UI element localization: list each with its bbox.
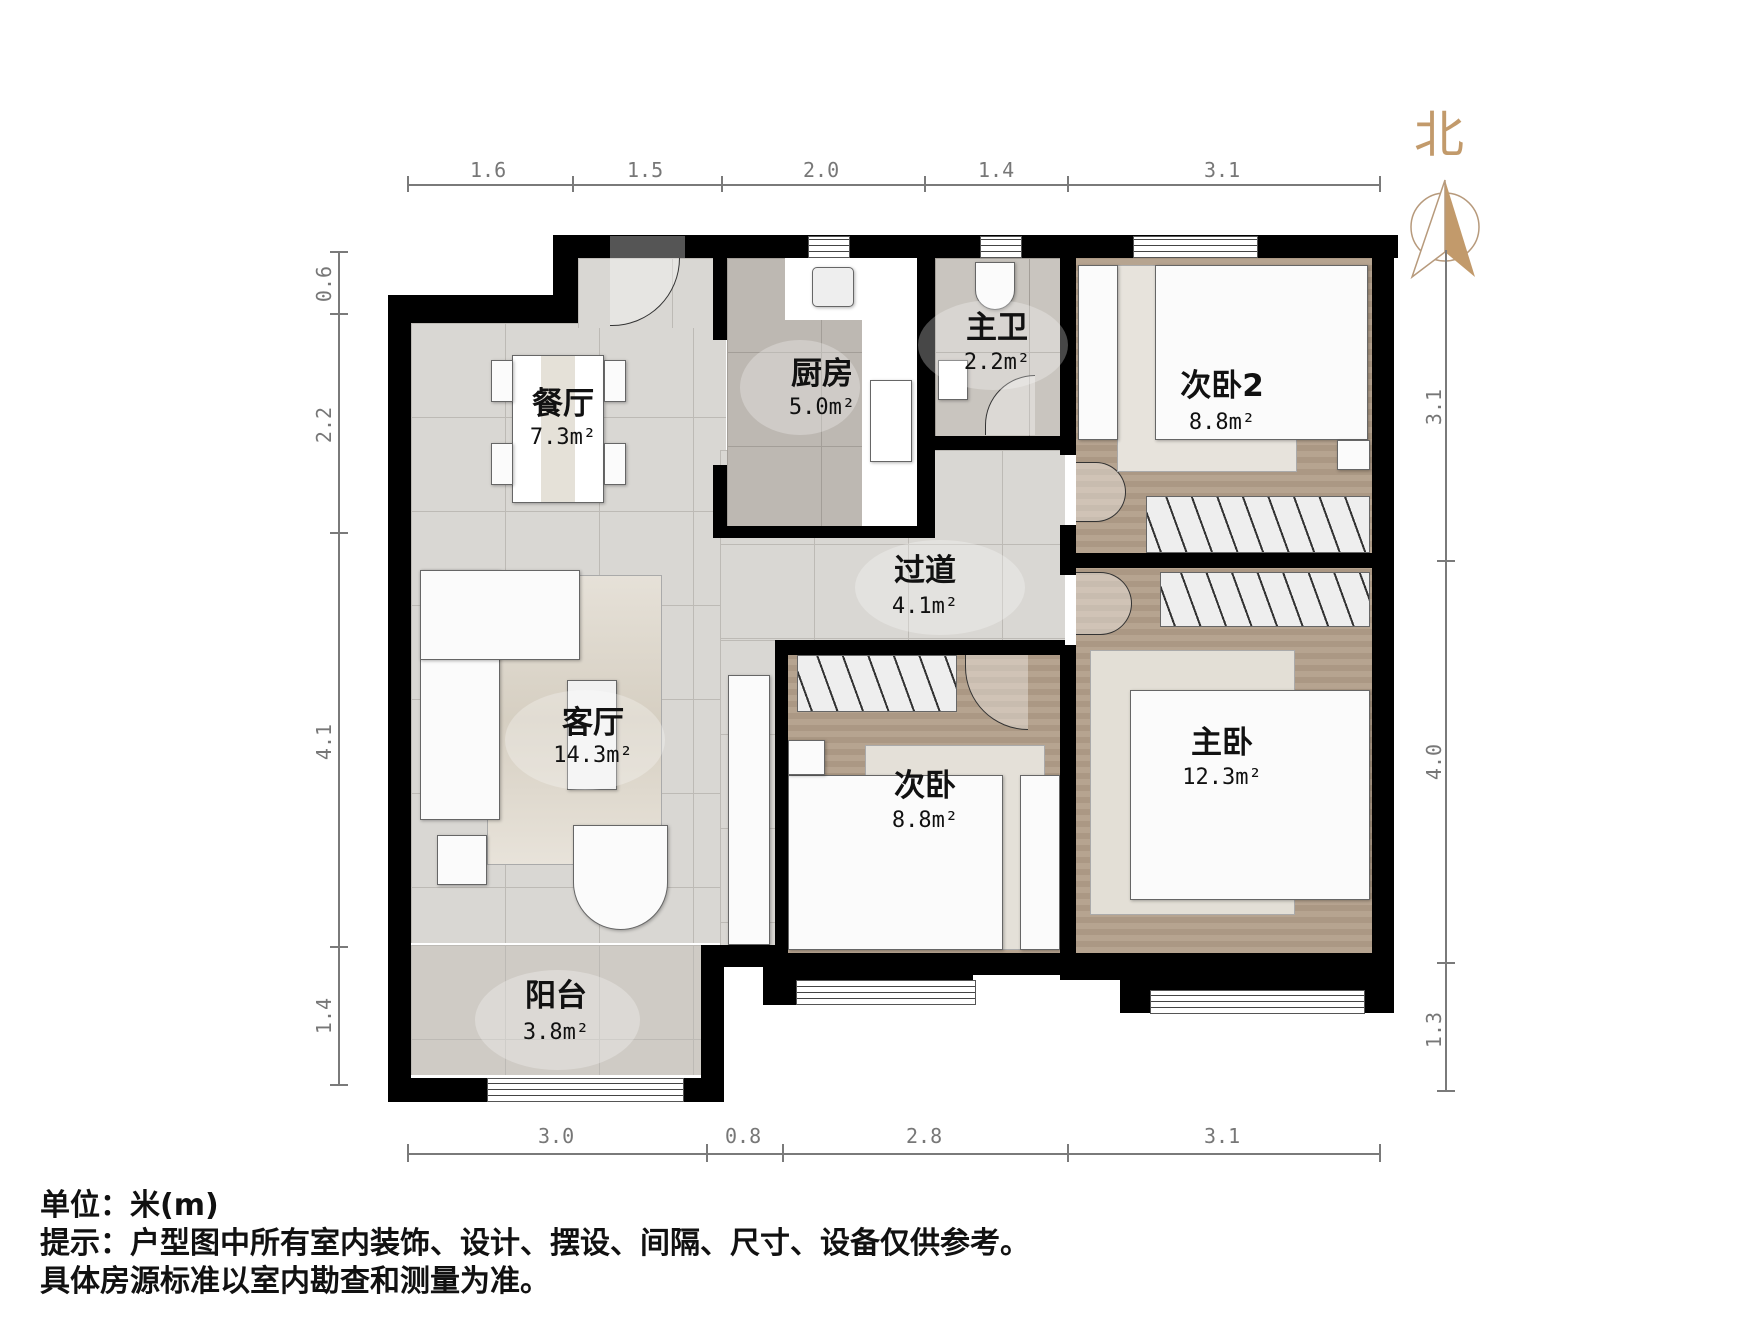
- dining-chair: [604, 360, 626, 402]
- bedroom-desk: [1020, 775, 1060, 950]
- bedroom2-wardrobe: [1146, 496, 1370, 553]
- dining-chair: [491, 360, 513, 402]
- tv-cabinet: [728, 675, 770, 945]
- entry-door-frame: [610, 236, 685, 258]
- master-door[interactable]: [1076, 572, 1132, 635]
- north-label: 北: [1414, 106, 1464, 164]
- bedroom2-desk: [1078, 265, 1118, 440]
- bedroom-bed: [788, 775, 1003, 950]
- bedroom2-window: [1133, 236, 1258, 258]
- master-window: [1150, 990, 1365, 1014]
- master-wardrobe: [1160, 572, 1370, 627]
- dining-chair: [491, 443, 513, 485]
- armchair: [573, 825, 668, 930]
- side-table: [437, 835, 487, 885]
- dining-table: [512, 355, 604, 503]
- nightstand: [1337, 440, 1370, 470]
- master-bed: [1130, 690, 1370, 900]
- sofa-chaise: [420, 570, 580, 660]
- toilet-icon: [975, 262, 1015, 310]
- hallway-floor: [720, 450, 1065, 645]
- standard-note: 具体房源标准以室内勘查和测量为准。: [40, 1264, 550, 1299]
- stove-icon: [870, 380, 912, 462]
- bedroom2-bed: [1155, 265, 1368, 440]
- bedroom-window: [796, 980, 976, 1005]
- compass: 北: [1400, 95, 1490, 285]
- basin-icon: [938, 360, 968, 400]
- bedroom2-door[interactable]: [1076, 462, 1126, 522]
- unit-note: 单位：米(m): [40, 1188, 219, 1223]
- entry-floor: [578, 258, 726, 328]
- kitchen-window: [808, 236, 850, 258]
- bedroom-wardrobe: [797, 655, 957, 712]
- coffee-table: [567, 680, 617, 790]
- dining-chair: [604, 443, 626, 485]
- bedroom-nightstand: [788, 740, 825, 775]
- tip-note: 提示：户型图中所有室内装饰、设计、摆设、间隔、尺寸、设备仅供参考。: [40, 1226, 1030, 1261]
- bath-window: [980, 236, 1022, 258]
- sink-icon: [812, 267, 854, 307]
- north-arrow-icon: [1410, 179, 1480, 280]
- balcony-floor: [411, 945, 701, 1075]
- balcony-window: [487, 1078, 684, 1102]
